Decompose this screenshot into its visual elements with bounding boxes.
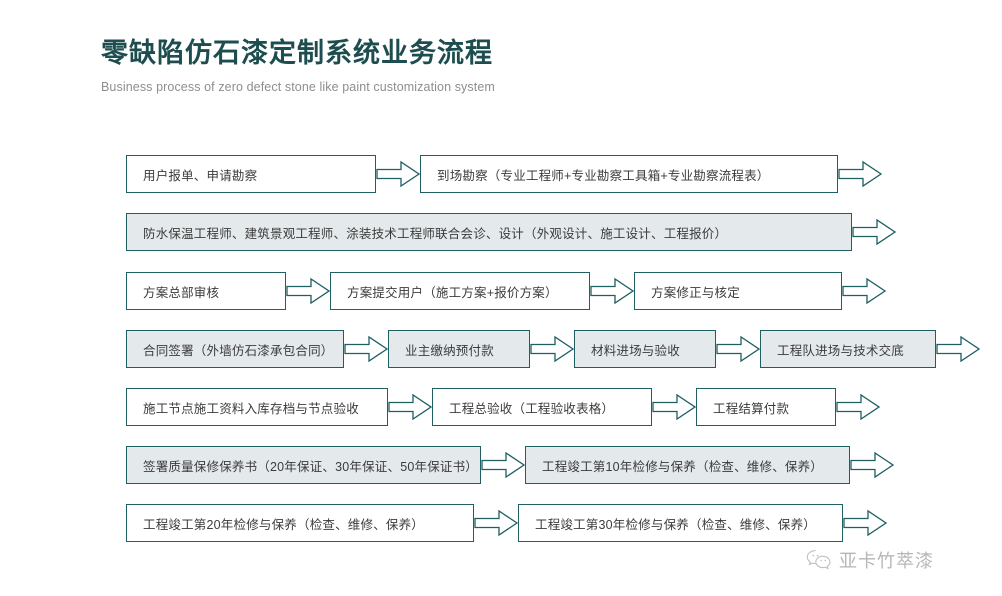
- flow-node: 用户报单、申请勘察: [126, 155, 420, 193]
- wechat-icon: [806, 549, 832, 571]
- arrow-right-icon: [842, 276, 886, 306]
- flow-node: 防水保温工程师、建筑景观工程师、涂装技术工程师联合会诊、设计（外观设计、施工设计…: [126, 213, 896, 251]
- flow-row: 方案总部审核 方案提交用户（施工方案+报价方案） 方案修正与核定: [126, 272, 886, 310]
- flow-node: 施工节点施工资料入库存档与节点验收: [126, 388, 432, 426]
- flow-node: 工程竣工第30年检修与保养（检查、维修、保养）: [518, 504, 887, 542]
- flow-node: 方案提交用户（施工方案+报价方案）: [330, 272, 634, 310]
- flow-box[interactable]: 方案提交用户（施工方案+报价方案）: [330, 272, 590, 310]
- arrow-right-icon: [481, 450, 525, 480]
- flow-node: 方案修正与核定: [634, 272, 886, 310]
- flow-box[interactable]: 施工节点施工资料入库存档与节点验收: [126, 388, 388, 426]
- flow-row: 用户报单、申请勘察 到场勘察（专业工程师+专业勘察工具箱+专业勘察流程表）: [126, 155, 882, 193]
- flow-node: 工程竣工第10年检修与保养（检查、维修、保养）: [525, 446, 894, 484]
- flow-box[interactable]: 防水保温工程师、建筑景观工程师、涂装技术工程师联合会诊、设计（外观设计、施工设计…: [126, 213, 852, 251]
- flow-box[interactable]: 用户报单、申请勘察: [126, 155, 376, 193]
- page-subtitle: Business process of zero defect stone li…: [101, 80, 495, 94]
- arrow-right-icon: [286, 276, 330, 306]
- flow-box[interactable]: 工程结算付款: [696, 388, 836, 426]
- flow-box[interactable]: 签署质量保修保养书（20年保证、30年保证、50年保证书）: [126, 446, 481, 484]
- flow-row: 施工节点施工资料入库存档与节点验收 工程总验收（工程验收表格） 工程结算付款: [126, 388, 880, 426]
- flow-node: 工程总验收（工程验收表格）: [432, 388, 696, 426]
- flow-node: 材料进场与验收: [574, 330, 760, 368]
- arrow-right-icon: [716, 334, 760, 364]
- arrow-right-icon: [388, 392, 432, 422]
- arrow-right-icon: [936, 334, 980, 364]
- flow-box[interactable]: 工程竣工第20年检修与保养（检查、维修、保养）: [126, 504, 474, 542]
- flow-node: 业主缴纳预付款: [388, 330, 574, 368]
- flow-box[interactable]: 方案总部审核: [126, 272, 286, 310]
- flow-box[interactable]: 方案修正与核定: [634, 272, 842, 310]
- flow-node: 到场勘察（专业工程师+专业勘察工具箱+专业勘察流程表）: [420, 155, 882, 193]
- flow-node: 签署质量保修保养书（20年保证、30年保证、50年保证书）: [126, 446, 525, 484]
- arrow-right-icon: [530, 334, 574, 364]
- flow-node: 合同签署（外墙仿石漆承包合同）: [126, 330, 388, 368]
- flow-node: 工程队进场与技术交底: [760, 330, 980, 368]
- arrow-right-icon: [590, 276, 634, 306]
- flow-box[interactable]: 工程竣工第30年检修与保养（检查、维修、保养）: [518, 504, 843, 542]
- flow-box[interactable]: 业主缴纳预付款: [388, 330, 530, 368]
- flow-node: 方案总部审核: [126, 272, 330, 310]
- flow-box[interactable]: 到场勘察（专业工程师+专业勘察工具箱+专业勘察流程表）: [420, 155, 838, 193]
- arrow-right-icon: [836, 392, 880, 422]
- watermark-text: 亚卡竹萃漆: [839, 551, 934, 572]
- flow-box[interactable]: 工程总验收（工程验收表格）: [432, 388, 652, 426]
- flow-row: 签署质量保修保养书（20年保证、30年保证、50年保证书） 工程竣工第10年检修与…: [126, 446, 894, 484]
- flow-box[interactable]: 工程队进场与技术交底: [760, 330, 936, 368]
- arrow-right-icon: [852, 217, 896, 247]
- flow-box[interactable]: 合同签署（外墙仿石漆承包合同）: [126, 330, 344, 368]
- flow-box[interactable]: 工程竣工第10年检修与保养（检查、维修、保养）: [525, 446, 850, 484]
- flow-box[interactable]: 材料进场与验收: [574, 330, 716, 368]
- page-title: 零缺陷仿石漆定制系统业务流程: [101, 38, 493, 68]
- arrow-right-icon: [838, 159, 882, 189]
- flow-row: 工程竣工第20年检修与保养（检查、维修、保养） 工程竣工第30年检修与保养（检查、…: [126, 504, 887, 542]
- arrow-right-icon: [344, 334, 388, 364]
- flow-node: 工程竣工第20年检修与保养（检查、维修、保养）: [126, 504, 518, 542]
- watermark: 亚卡竹萃漆: [806, 547, 934, 573]
- arrow-right-icon: [652, 392, 696, 422]
- flow-node: 工程结算付款: [696, 388, 880, 426]
- arrow-right-icon: [850, 450, 894, 480]
- flow-row: 防水保温工程师、建筑景观工程师、涂装技术工程师联合会诊、设计（外观设计、施工设计…: [126, 213, 896, 251]
- page-header: 零缺陷仿石漆定制系统业务流程 Business process of zero …: [101, 36, 801, 95]
- arrow-right-icon: [474, 508, 518, 538]
- arrow-right-icon: [843, 508, 887, 538]
- flow-row: 合同签署（外墙仿石漆承包合同） 业主缴纳预付款 材料进场与验收 工程队进场与技术交底: [126, 330, 980, 368]
- arrow-right-icon: [376, 159, 420, 189]
